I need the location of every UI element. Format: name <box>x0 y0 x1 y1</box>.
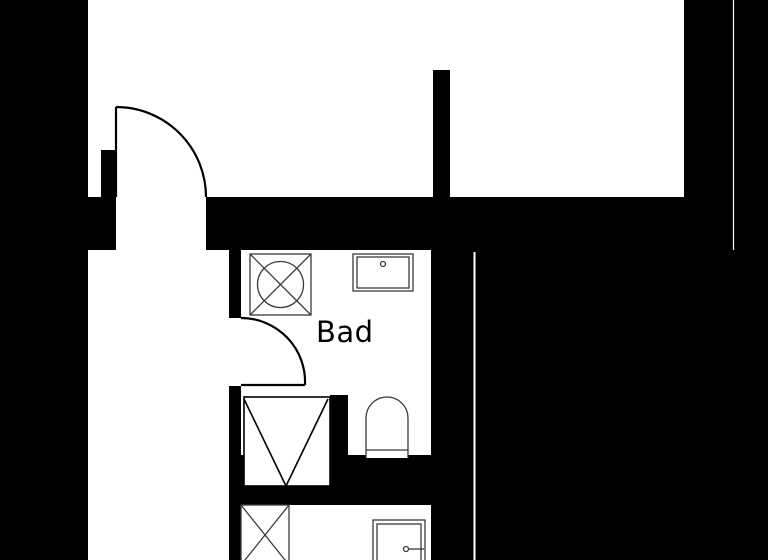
utility-floor <box>241 505 431 560</box>
x-box-icon <box>240 504 290 560</box>
toilet-icon <box>365 396 409 458</box>
room-label-bathroom: Bad <box>316 315 374 349</box>
upper-room-floor <box>88 0 684 197</box>
sink-icon <box>352 253 414 292</box>
bathroom-door[interactable] <box>240 316 307 387</box>
bathroom-door-opening <box>229 318 243 386</box>
shower-partition-wall <box>330 395 348 460</box>
hall-floor <box>88 250 229 560</box>
entry-door-opening <box>116 107 206 250</box>
shower-tray-icon <box>243 396 331 487</box>
appliance-icon <box>372 519 426 560</box>
entry-door[interactable] <box>114 105 208 198</box>
circle-x-box-icon <box>249 253 312 316</box>
